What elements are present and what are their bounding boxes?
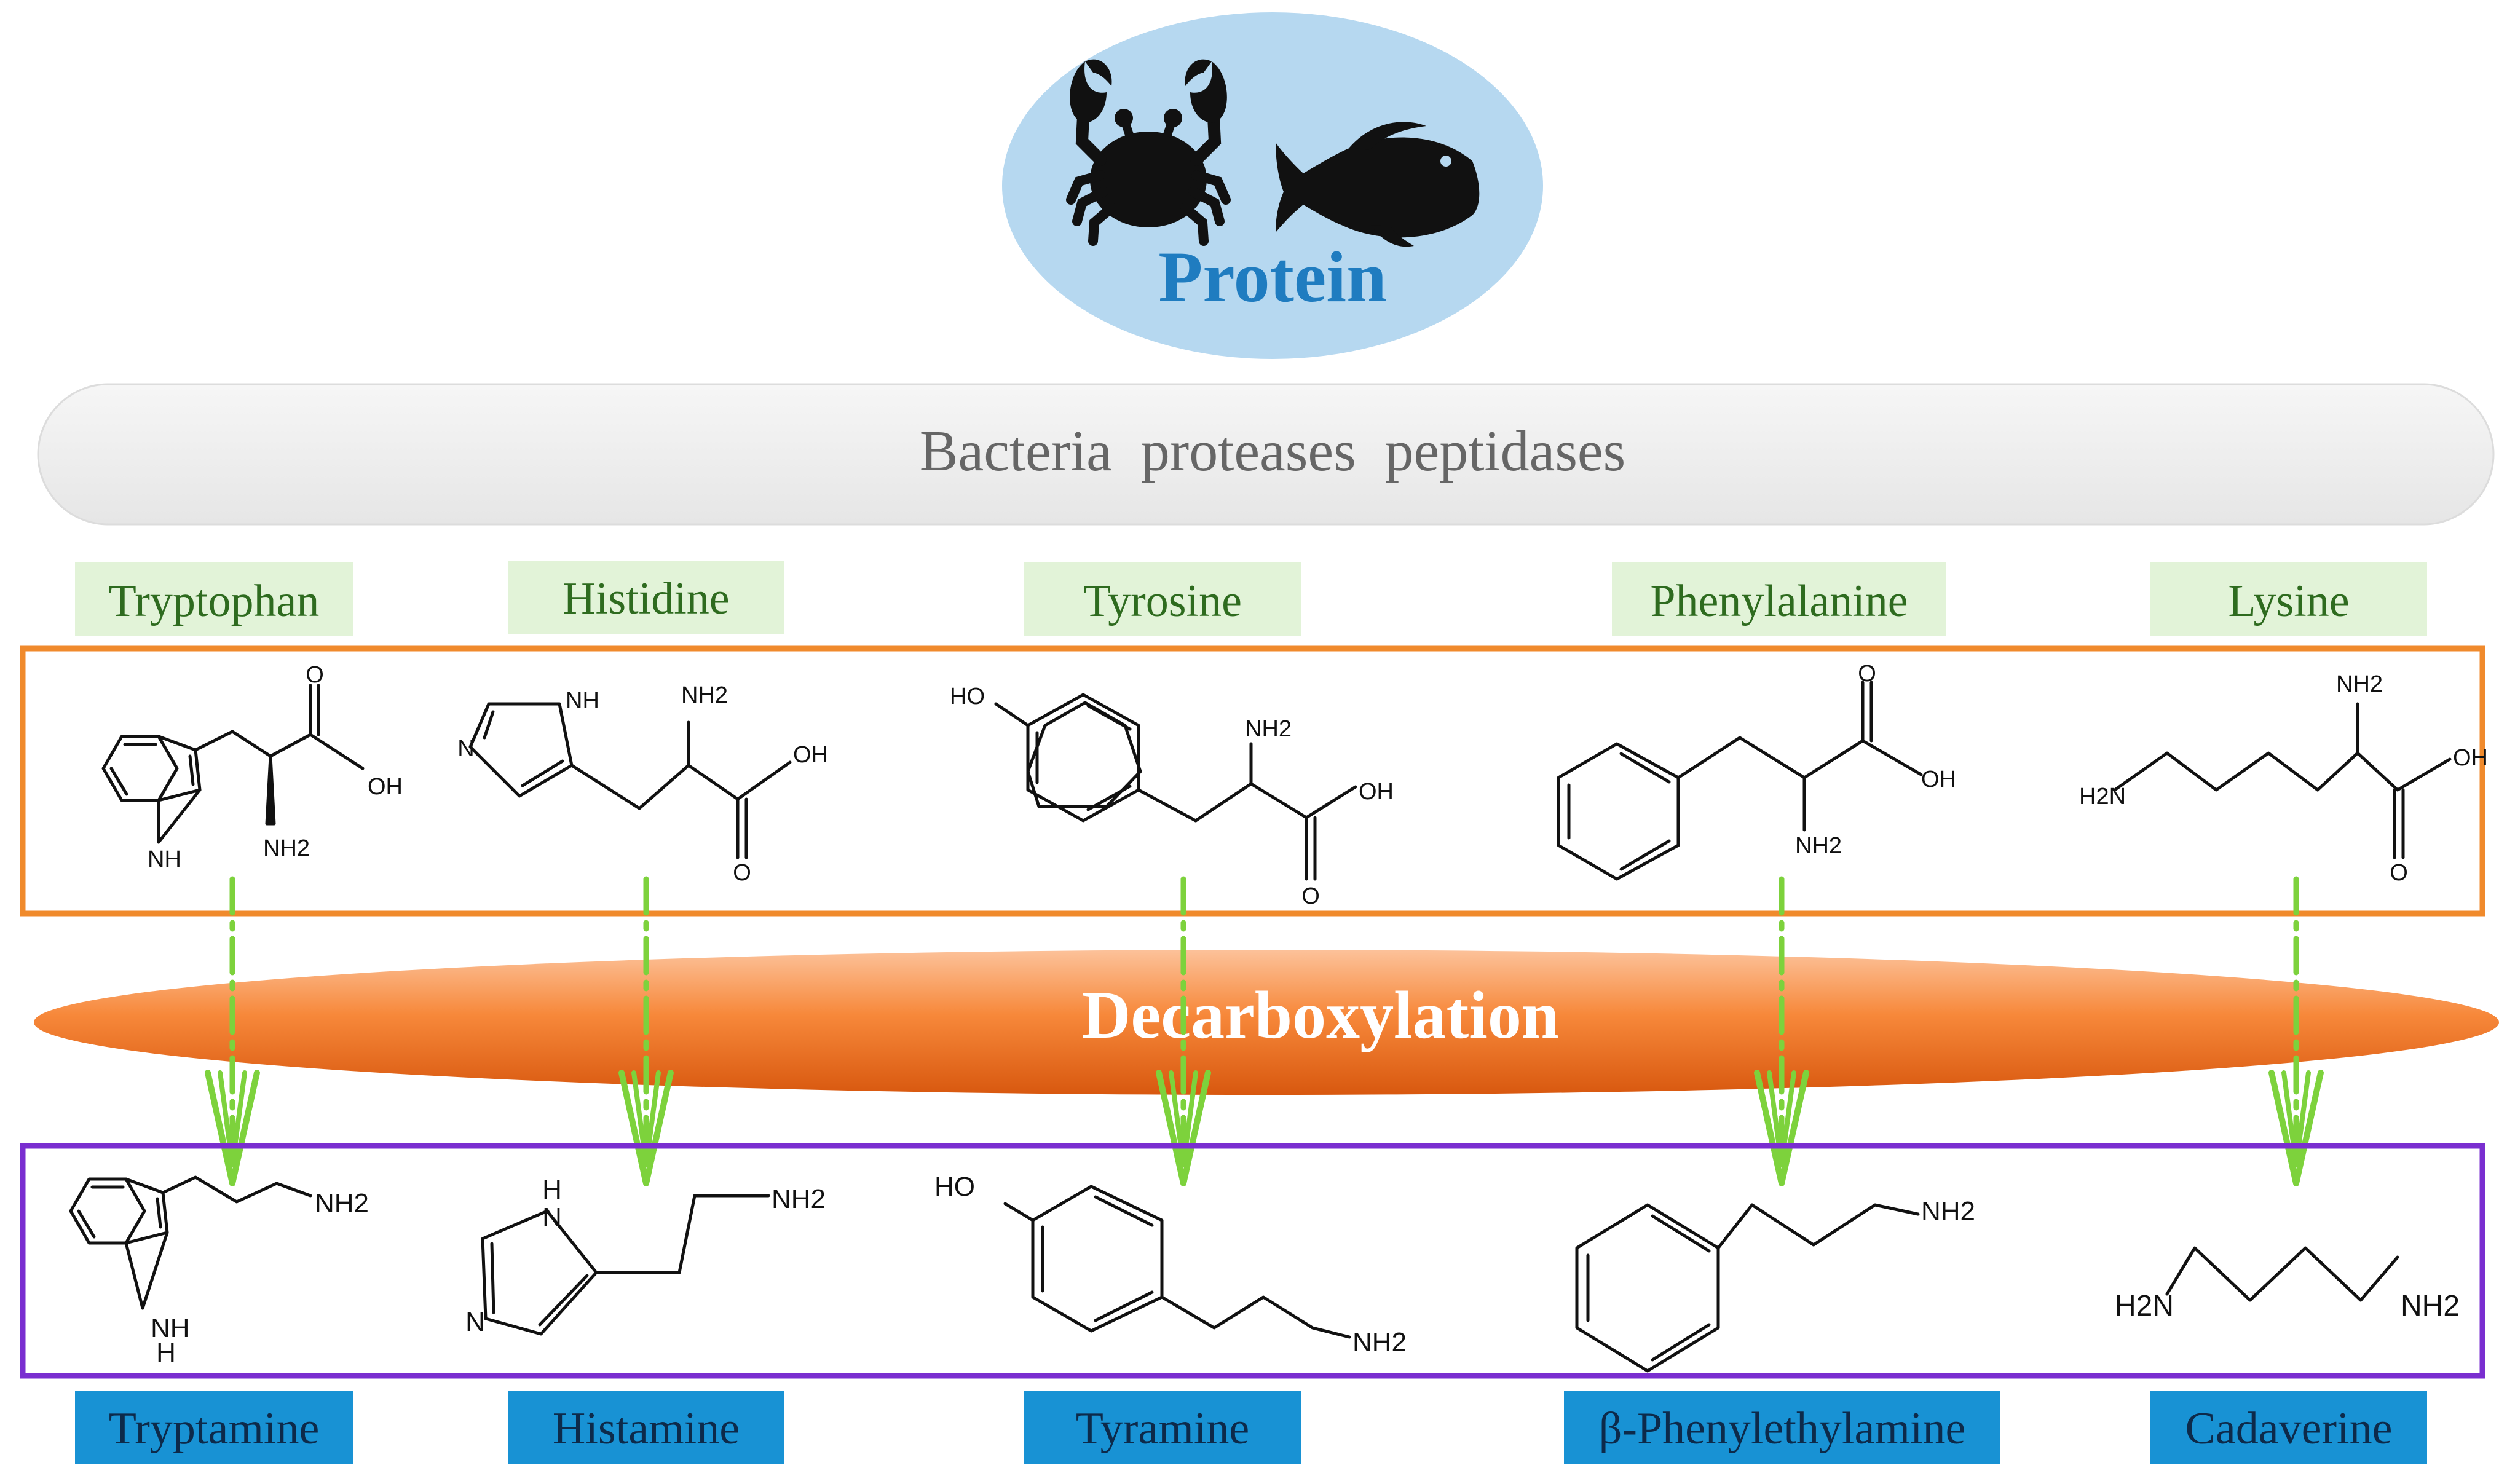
atom-label: NH2: [315, 1188, 369, 1218]
atom-label: HO: [934, 1172, 975, 1202]
fish-icon: [1276, 122, 1480, 247]
atom-label: OH: [368, 774, 403, 800]
atom-label: NH: [148, 847, 181, 872]
histidine-structure: NH N NH2 OH O: [457, 682, 828, 886]
amino-acid-name: Phenylalanine: [1650, 576, 1908, 626]
arrow-tyrosine: [1156, 876, 1211, 1186]
atom-label: OH: [793, 742, 828, 768]
amino-acid-name: Histidine: [563, 574, 729, 624]
atom-label: N: [457, 736, 474, 762]
atom-label: NH: [151, 1313, 190, 1343]
amino-acid-name: Tyrosine: [1083, 576, 1242, 626]
process-label: Decarboxylation: [1082, 977, 1559, 1052]
arrow-lysine: [2268, 876, 2324, 1186]
atom-label: H: [156, 1338, 176, 1368]
atom-label: O: [1858, 661, 1876, 687]
amine-name: Histamine: [553, 1403, 740, 1454]
amino-acid-frame: [20, 645, 2485, 917]
arrows: [205, 876, 2324, 1186]
atom-label: O: [733, 860, 751, 886]
atom-label: OH: [1359, 779, 1394, 805]
atom-label: H2N: [2079, 784, 2126, 810]
tyrosine-structure: HO NH2 OH O: [950, 684, 1394, 909]
atom-label: NH2: [263, 835, 310, 861]
histamine-structure: H N N NH2: [465, 1175, 826, 1337]
amino-acid-name: Lysine: [2228, 576, 2349, 626]
amine-name: β-Phenylethylamine: [1599, 1403, 1966, 1454]
amino-acid-name: Tryptophan: [109, 576, 320, 626]
tryptamine-structure: NH2 NH H: [69, 1175, 369, 1368]
atom-label: HO: [950, 684, 985, 709]
amine-frame: [20, 1143, 2485, 1379]
tyramine-structure: HO NH2: [934, 1172, 1407, 1357]
atom-label: NH2: [2401, 1290, 2460, 1322]
atom-label: O: [1301, 883, 1320, 909]
protein-label: Protein: [1158, 237, 1386, 317]
atom-label: O: [2390, 860, 2408, 886]
atom-label: NH: [566, 688, 599, 714]
arrow-tryptophan: [205, 876, 260, 1186]
amine-name: Tryptamine: [109, 1403, 320, 1454]
atom-label: NH2: [1921, 1196, 1975, 1226]
cadaverine-structure: H2N NH2: [2115, 1246, 2460, 1322]
enzyme-bar: Bacteria proteases peptidases: [37, 383, 2495, 526]
atom-label: H2N: [2115, 1290, 2174, 1322]
tryptophan-structure: O OH NH2 NH: [101, 662, 403, 872]
lysine-structure: H2N NH2 OH O: [2079, 671, 2488, 886]
amine-name: Tyramine: [1076, 1403, 1250, 1454]
atom-label: NH2: [1245, 716, 1292, 742]
crab-icon: [1066, 59, 1231, 246]
arrow-phenylalanine: [1754, 876, 1809, 1186]
atom-label: O: [306, 662, 324, 688]
atom-label: H: [542, 1175, 562, 1205]
protein-bubble: Protein: [1002, 12, 1543, 359]
atom-label: N: [465, 1307, 485, 1337]
phenylalanine-structure: O OH NH2: [1557, 661, 1956, 881]
decarboxylation-oval: Decarboxylation: [34, 950, 2499, 1095]
amino-acid-labels: Tryptophan Histidine Tyrosine Phenylalan…: [75, 561, 2427, 636]
atom-label: NH2: [772, 1184, 826, 1214]
atom-label: NH2: [681, 682, 728, 708]
atom-label: NH2: [1352, 1327, 1407, 1357]
atom-label: NH2: [1795, 833, 1842, 859]
atom-label: OH: [2453, 745, 2488, 771]
phenylethylamine-structure: NH2: [1575, 1196, 1975, 1373]
atom-label: OH: [1921, 767, 1956, 792]
atom-label: N: [542, 1202, 562, 1233]
amine-labels: Tryptamine Histamine Tyramine β-Phenylet…: [75, 1391, 2427, 1464]
atom-label: NH2: [2336, 671, 2383, 697]
arrow-histidine: [618, 876, 674, 1186]
amine-name: Cadaverine: [2185, 1403, 2393, 1454]
enzyme-label: Bacteria proteases peptidases: [920, 419, 1625, 483]
